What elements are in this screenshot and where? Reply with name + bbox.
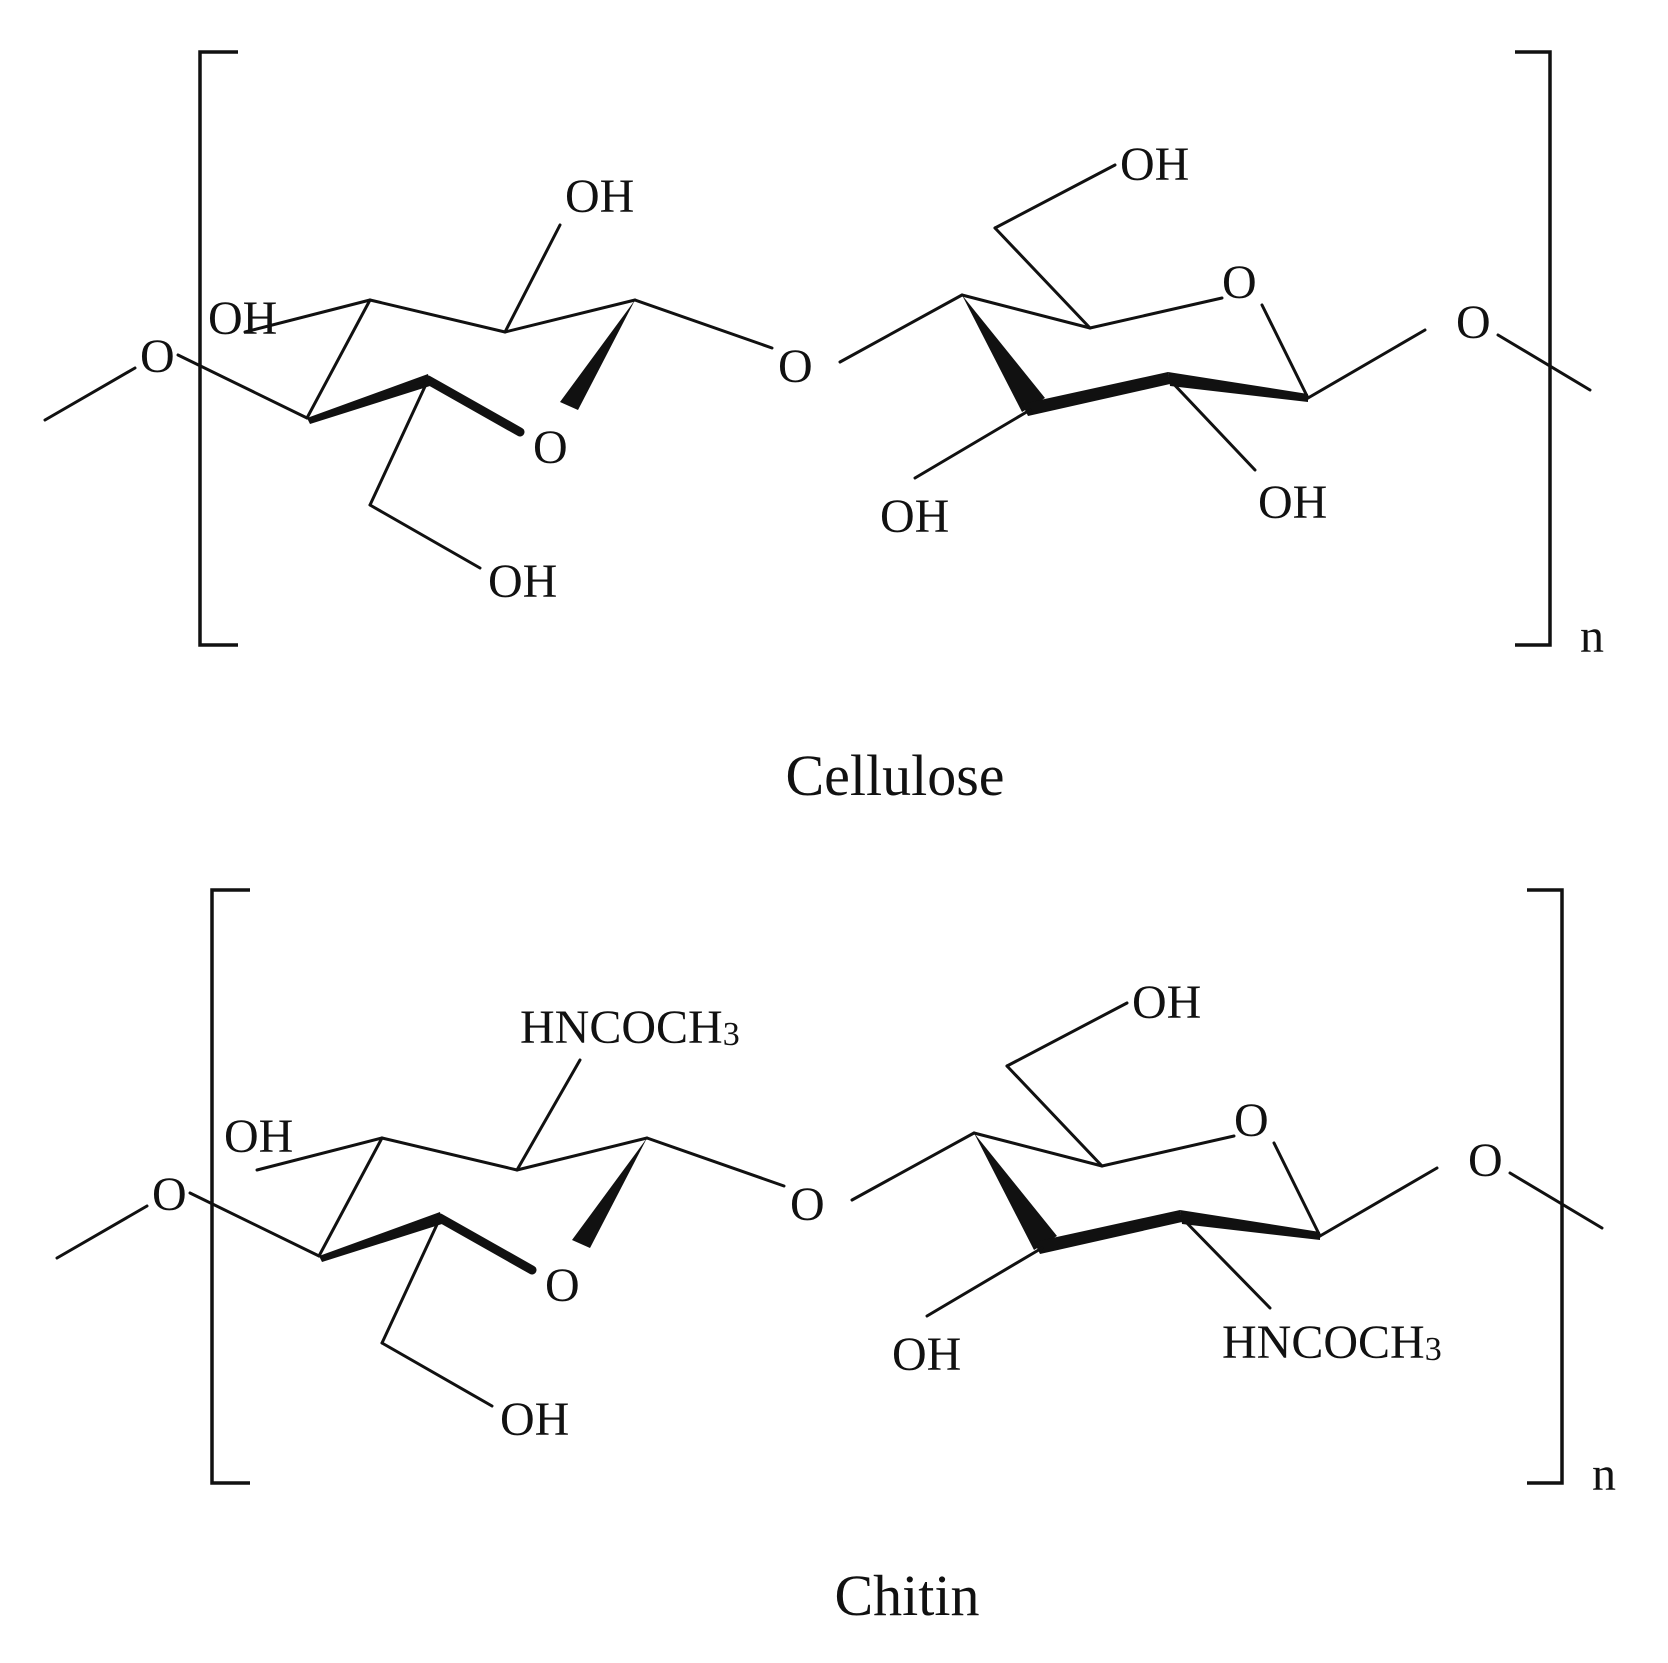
label-oh: OH bbox=[224, 1110, 293, 1163]
bond bbox=[1100, 1134, 1236, 1168]
bond bbox=[633, 298, 774, 350]
bond-wedge bbox=[560, 300, 635, 410]
repeat-index-n: n bbox=[1592, 1448, 1616, 1501]
terminal-right-oxygen: O bbox=[1456, 296, 1491, 349]
bond bbox=[368, 298, 507, 334]
bond-wedge bbox=[962, 295, 1045, 412]
label-oh: OH bbox=[1120, 138, 1189, 191]
bond bbox=[515, 1136, 649, 1172]
label-oh: OH bbox=[880, 490, 949, 543]
bond bbox=[55, 1204, 149, 1260]
label-hncoch3: HNCOCH3 bbox=[520, 1001, 740, 1054]
ring-oxygen: O bbox=[1222, 256, 1257, 309]
bond bbox=[188, 1191, 321, 1258]
label-oh: OH bbox=[1258, 476, 1327, 529]
bond-wedge bbox=[1168, 372, 1308, 402]
bond bbox=[503, 298, 637, 334]
label-oh: OH bbox=[488, 555, 557, 608]
left-bracket bbox=[198, 50, 238, 647]
repeat-index-n: n bbox=[1580, 610, 1604, 663]
structure-caption: Cellulose bbox=[785, 743, 1004, 808]
bond bbox=[1306, 328, 1427, 400]
label-oh: OH bbox=[892, 1328, 961, 1381]
bond-wedge bbox=[1034, 1210, 1182, 1254]
bond bbox=[1496, 333, 1592, 392]
right-bracket bbox=[1527, 888, 1564, 1485]
bond bbox=[380, 1341, 494, 1408]
cellulose-structure: n O O OH OH OH O O bbox=[43, 50, 1604, 808]
terminal-right-oxygen: O bbox=[1468, 1134, 1503, 1187]
bond-wedge bbox=[307, 374, 430, 424]
subscript: 3 bbox=[723, 1016, 740, 1053]
bond bbox=[243, 298, 372, 334]
left-bracket bbox=[210, 888, 250, 1485]
bond bbox=[1005, 1001, 1129, 1068]
bond bbox=[255, 1136, 384, 1172]
bond bbox=[838, 293, 964, 364]
ring-oxygen: O bbox=[1234, 1094, 1269, 1147]
ring-oxygen: O bbox=[533, 421, 568, 474]
bond bbox=[368, 503, 482, 570]
ring-oxygen: O bbox=[545, 1259, 580, 1312]
bond-wedge bbox=[1180, 1210, 1320, 1240]
label-hncoch3: HNCOCH3 bbox=[1222, 1316, 1442, 1369]
bond-heavy bbox=[435, 1213, 537, 1275]
bond bbox=[1260, 303, 1310, 400]
bond bbox=[1508, 1171, 1604, 1230]
bond bbox=[993, 163, 1117, 230]
bond bbox=[1178, 1214, 1272, 1310]
bond bbox=[1166, 376, 1257, 472]
bond-wedge bbox=[319, 1212, 442, 1262]
right-bracket bbox=[1515, 50, 1552, 647]
bridge-oxygen: O bbox=[790, 1178, 825, 1231]
bond bbox=[503, 223, 562, 334]
bond-wedge bbox=[1022, 372, 1170, 416]
bond bbox=[1088, 296, 1224, 330]
label-text: HNCOCH bbox=[1222, 1316, 1425, 1369]
bond bbox=[993, 226, 1092, 330]
bond bbox=[305, 298, 372, 420]
label-oh: OH bbox=[208, 292, 277, 345]
bond bbox=[645, 1136, 786, 1188]
bond bbox=[850, 1131, 976, 1202]
bond bbox=[1272, 1141, 1322, 1238]
terminal-left-oxygen: O bbox=[152, 1168, 187, 1221]
label-oh: OH bbox=[1132, 976, 1201, 1029]
bond bbox=[972, 1131, 1104, 1168]
bond bbox=[380, 1136, 519, 1172]
subscript: 3 bbox=[1425, 1331, 1442, 1368]
bond bbox=[43, 366, 137, 422]
bond-wedge bbox=[974, 1133, 1057, 1250]
bond bbox=[1005, 1064, 1104, 1168]
bond bbox=[380, 1216, 442, 1345]
bond bbox=[925, 1246, 1044, 1318]
bond-wedge bbox=[572, 1138, 647, 1248]
structure-caption: Chitin bbox=[834, 1563, 979, 1628]
bond bbox=[515, 1058, 582, 1172]
bond bbox=[960, 293, 1092, 330]
bond bbox=[176, 353, 309, 420]
chitin-structure: n O O OH HNCOCH3 OH O O bbox=[55, 888, 1616, 1628]
label-oh: OH bbox=[500, 1393, 569, 1446]
bond bbox=[317, 1136, 384, 1258]
bond bbox=[913, 408, 1032, 480]
terminal-left-oxygen: O bbox=[140, 330, 175, 383]
label-text: HNCOCH bbox=[520, 1001, 723, 1054]
bond-heavy bbox=[423, 375, 525, 437]
label-oh: OH bbox=[565, 170, 634, 223]
bond bbox=[1318, 1166, 1439, 1238]
bridge-oxygen: O bbox=[778, 340, 813, 393]
bond bbox=[368, 378, 430, 507]
